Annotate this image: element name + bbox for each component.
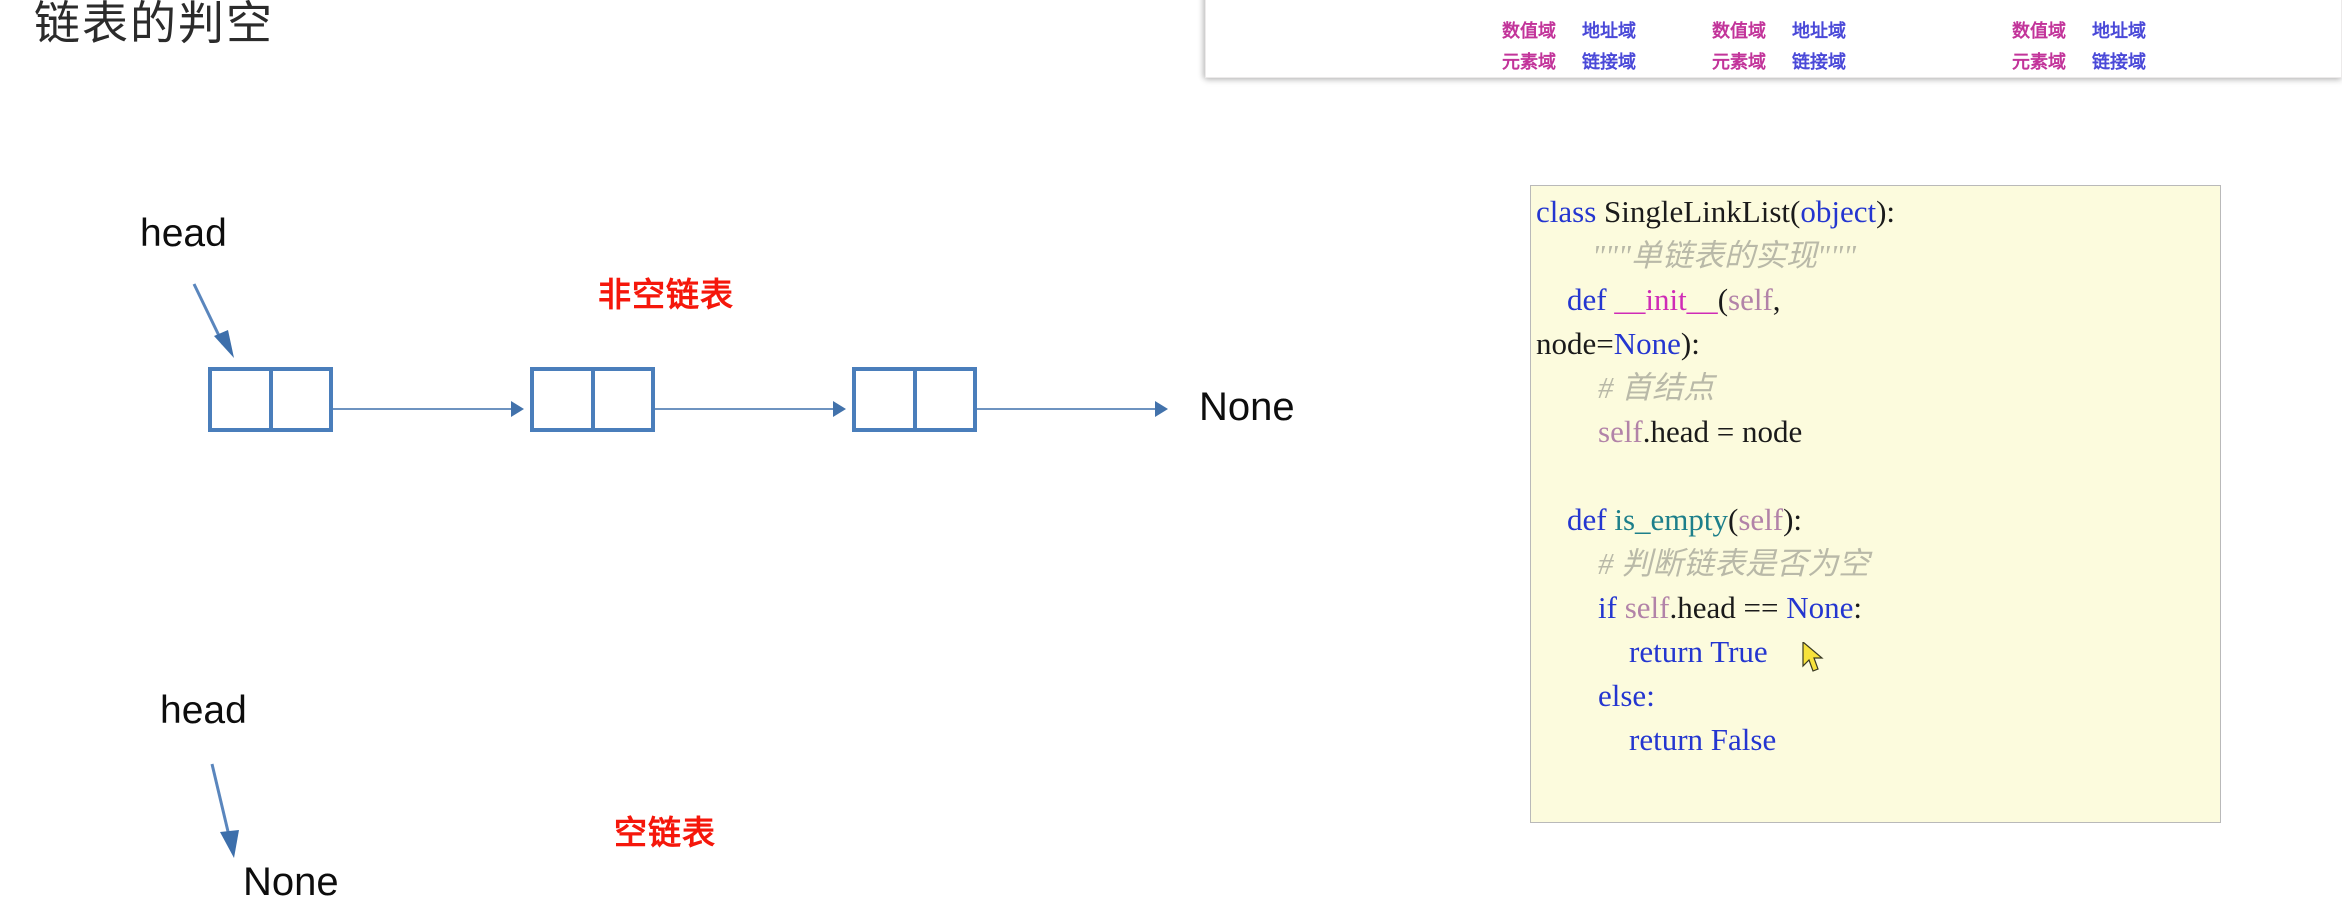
node-next-cell (273, 371, 330, 428)
node-link-2-3-arrowhead (833, 401, 846, 417)
node-link-3-none (977, 408, 1155, 410)
head-pointer-label-non-empty: head (140, 212, 227, 255)
value-field-label: 数值域 (2012, 21, 2066, 41)
non-empty-list-caption: 非空链表 (598, 276, 734, 313)
code-head-assign: .head = node (1642, 414, 1803, 449)
node-field-labels-group-2: 数值域 元素域 地址域 链接域 (1712, 17, 1846, 74)
element-field-label: 元素域 (1502, 52, 1556, 72)
node-link-1-2-arrowhead (511, 401, 524, 417)
code-self-param: self (1738, 502, 1784, 537)
code-param-node: node= (1536, 326, 1614, 361)
code-keyword-else: else: (1598, 678, 1655, 713)
node-link-2-3 (655, 408, 833, 410)
code-none-default: None (1613, 326, 1681, 361)
list-node-1 (208, 367, 333, 432)
empty-list-none-label: None (243, 860, 339, 904)
code-keyword-def: def (1567, 502, 1607, 537)
code-keyword-return: return (1629, 634, 1704, 669)
python-code-snippet: class SingleLinkList(object): """单链表的实现"… (1536, 190, 2296, 762)
head-arrow-empty (210, 763, 239, 858)
empty-list-caption: 空链表 (614, 814, 716, 851)
link-field-label: 链接域 (2092, 52, 2146, 72)
code-keyword-class: class (1536, 194, 1597, 229)
code-comma: , (1772, 282, 1781, 317)
code-colon: : (1853, 590, 1862, 625)
value-field-label: 数值域 (1712, 21, 1766, 41)
code-keyword-if: if (1598, 590, 1617, 625)
code-paren: ( (1790, 194, 1801, 229)
address-field-label: 地址域 (2092, 21, 2146, 41)
node-next-cell (595, 371, 652, 428)
address-field-label: 地址域 (1582, 21, 1636, 41)
code-keyword-def: def (1567, 282, 1607, 317)
code-class-name: SingleLinkList (1604, 194, 1791, 229)
previous-slide-card: 数值域 元素域 地址域 链接域 数值域 元素域 地址域 链接域 数值域 元素域 … (1205, 0, 2342, 78)
node-value-cell (856, 371, 917, 428)
node-value-cell (212, 371, 273, 428)
code-paren-colon: ): (1680, 326, 1700, 361)
code-base-class: object (1800, 194, 1877, 229)
code-paren-colon: ): (1783, 502, 1803, 537)
code-self-param: self (1728, 282, 1773, 317)
code-comment-head-node: # 首结点 (1598, 370, 1715, 405)
node-link-3-none-arrowhead (1155, 401, 1168, 417)
element-field-label: 元素域 (2012, 52, 2066, 72)
node-next-cell (917, 371, 974, 428)
code-paren: ( (1717, 282, 1729, 317)
code-head-compare: .head == (1669, 590, 1779, 625)
code-comment-is-empty: # 判断链表是否为空 (1598, 546, 1870, 581)
head-pointer-label-empty: head (160, 689, 247, 732)
element-field-label: 元素域 (1712, 52, 1766, 72)
page-title: 链表的判空 (34, 0, 274, 49)
node-field-labels-group-3: 数值域 元素域 地址域 链接域 (2012, 17, 2146, 74)
code-paren-colon: ): (1876, 194, 1896, 229)
code-method-is-empty: is_empty (1614, 502, 1729, 537)
code-self-ref: self (1598, 414, 1643, 449)
node-link-1-2 (333, 408, 511, 410)
code-paren: ( (1728, 502, 1739, 537)
list-node-2 (530, 367, 655, 432)
code-none-compare: None (1786, 590, 1854, 625)
code-keyword-return: return (1629, 722, 1704, 757)
head-arrow-non-empty (192, 283, 234, 358)
value-field-label: 数值域 (1502, 21, 1556, 41)
link-field-label: 链接域 (1582, 52, 1636, 72)
code-init-name: __init__ (1614, 282, 1718, 317)
tail-none-label: None (1199, 385, 1295, 429)
code-self-ref: self (1624, 590, 1670, 625)
code-block-background (1530, 185, 2221, 823)
node-value-cell (534, 371, 595, 428)
code-docstring: """单链表的实现""" (1592, 238, 1857, 273)
address-field-label: 地址域 (1792, 21, 1846, 41)
list-node-3 (852, 367, 977, 432)
mouse-pointer-icon (1802, 642, 1824, 672)
code-value-false: False (1710, 722, 1777, 757)
code-value-true: True (1710, 634, 1768, 669)
link-field-label: 链接域 (1792, 52, 1846, 72)
node-field-labels-group-1: 数值域 元素域 地址域 链接域 (1502, 17, 1636, 74)
